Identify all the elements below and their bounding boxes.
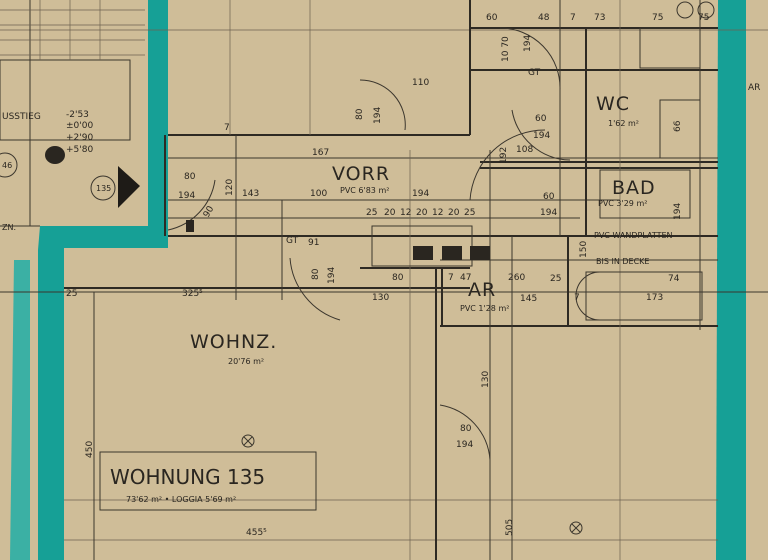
dimension: 110: [412, 78, 429, 88]
dimension: 325⁵: [182, 289, 203, 299]
dimension: 7: [574, 293, 580, 303]
dimension: 80: [460, 424, 472, 434]
dimension: GT: [528, 68, 541, 78]
room-area-ar: PVC 1'28 m²: [460, 304, 509, 313]
ceiling-light-icon: [241, 434, 255, 448]
dimension: 73: [594, 13, 605, 23]
room-area-bad: PVC 3'29 m²: [598, 199, 647, 208]
stair-level: +2'90: [66, 133, 93, 143]
dimension: 194: [540, 208, 557, 218]
dimension: 167: [312, 148, 329, 158]
room-name-wohnz: WOHNZ.: [190, 331, 277, 353]
dimension: 66: [673, 120, 683, 132]
room-name-ar: AR: [468, 279, 496, 301]
dimension: GT: [286, 236, 299, 246]
dimension: 47: [460, 273, 471, 283]
room-area-vorr: PVC 6'83 m²: [340, 186, 389, 195]
dimension: 194: [373, 107, 383, 124]
dimension: 7: [224, 123, 230, 133]
dimension: 130: [481, 371, 491, 388]
dimension: 130: [372, 293, 389, 303]
entrance-arrow-icon: [118, 166, 140, 208]
dimension: 12: [432, 208, 443, 218]
ceiling-light-icon: [569, 521, 583, 535]
unit-areas: 73'62 m² • LOGGIA 5'69 m²: [126, 495, 236, 504]
zn-label: ZN.: [2, 223, 16, 232]
dimension: 194: [533, 131, 550, 141]
room-area-wohnz: 20'76 m²: [228, 357, 264, 366]
room-name-wc: WC: [596, 93, 630, 115]
fixture-circle: [697, 1, 715, 19]
unit-marker: 135: [96, 184, 111, 193]
unit-title: WOHNUNG 135: [110, 465, 265, 489]
dimension: 60: [535, 114, 547, 124]
dimension: 7: [448, 273, 454, 283]
stair-level: +5'80: [66, 145, 93, 155]
note-to-ceiling: BIS IN DECKE: [596, 257, 649, 266]
dimension: 173: [646, 293, 663, 303]
stair-label: USSTIEG: [2, 112, 41, 122]
dimension: 80: [311, 268, 321, 280]
fixture-circle: [676, 1, 694, 19]
room-name-vorr: VORR: [332, 163, 390, 185]
dimension: 455⁵: [246, 528, 267, 538]
dimension: 74: [668, 274, 680, 284]
dimension: 60: [543, 192, 555, 202]
dimension: 80: [184, 172, 196, 182]
dimension: 194: [673, 203, 683, 220]
side-marker: 46: [2, 161, 12, 170]
dimension: 48: [538, 13, 550, 23]
right-edge-label: AR: [748, 83, 760, 93]
dimension: 194: [178, 191, 195, 201]
dimension: 192: [499, 147, 509, 164]
dimension: 194: [412, 189, 429, 199]
side-marker-circle: [0, 152, 18, 178]
unit-marker-circle: [90, 175, 116, 201]
dimension: 12: [400, 208, 411, 218]
dimension: 75: [652, 13, 663, 23]
dimension: 20: [416, 208, 428, 218]
dimension: 25: [366, 208, 377, 218]
dimension: 260: [508, 273, 525, 283]
dimension: 150: [579, 241, 589, 258]
dimension: 20: [384, 208, 396, 218]
dimension: 194: [523, 35, 533, 52]
dimension: 91: [308, 238, 319, 248]
dimension: 60: [486, 13, 498, 23]
dimension: 100: [310, 189, 327, 199]
dimension: 450: [85, 441, 95, 458]
dimension: 194: [327, 267, 337, 284]
walls: [10, 0, 746, 560]
dimension: 25: [464, 208, 475, 218]
dimension: 20: [448, 208, 460, 218]
note-wall-tiles: PVC-WANDPLATTEN: [594, 231, 673, 240]
dimension: 80: [355, 108, 365, 120]
dimension: 7: [570, 13, 576, 23]
dimension: 120: [225, 179, 235, 196]
dimension: 145: [520, 294, 537, 304]
dimension: 80: [392, 273, 404, 283]
dimension: 25: [66, 289, 77, 299]
stair-level: ±0'00: [66, 121, 93, 131]
dimension: 505: [505, 519, 515, 536]
dimension: 194: [456, 440, 473, 450]
room-name-bad: BAD: [612, 177, 656, 199]
stair-level: -2'53: [66, 110, 89, 120]
dimension: 143: [242, 189, 259, 199]
dimension: 10 70: [501, 36, 511, 62]
manhole-icon: [45, 146, 65, 164]
dimensions: 60 48 7 73 75 75 10 70 194 110 7 167 80 …: [66, 13, 709, 538]
dimension: 25: [550, 274, 561, 284]
dimension: 75: [698, 13, 709, 23]
dimension: 108: [516, 145, 533, 155]
room-area-wc: 1'62 m²: [608, 119, 639, 128]
